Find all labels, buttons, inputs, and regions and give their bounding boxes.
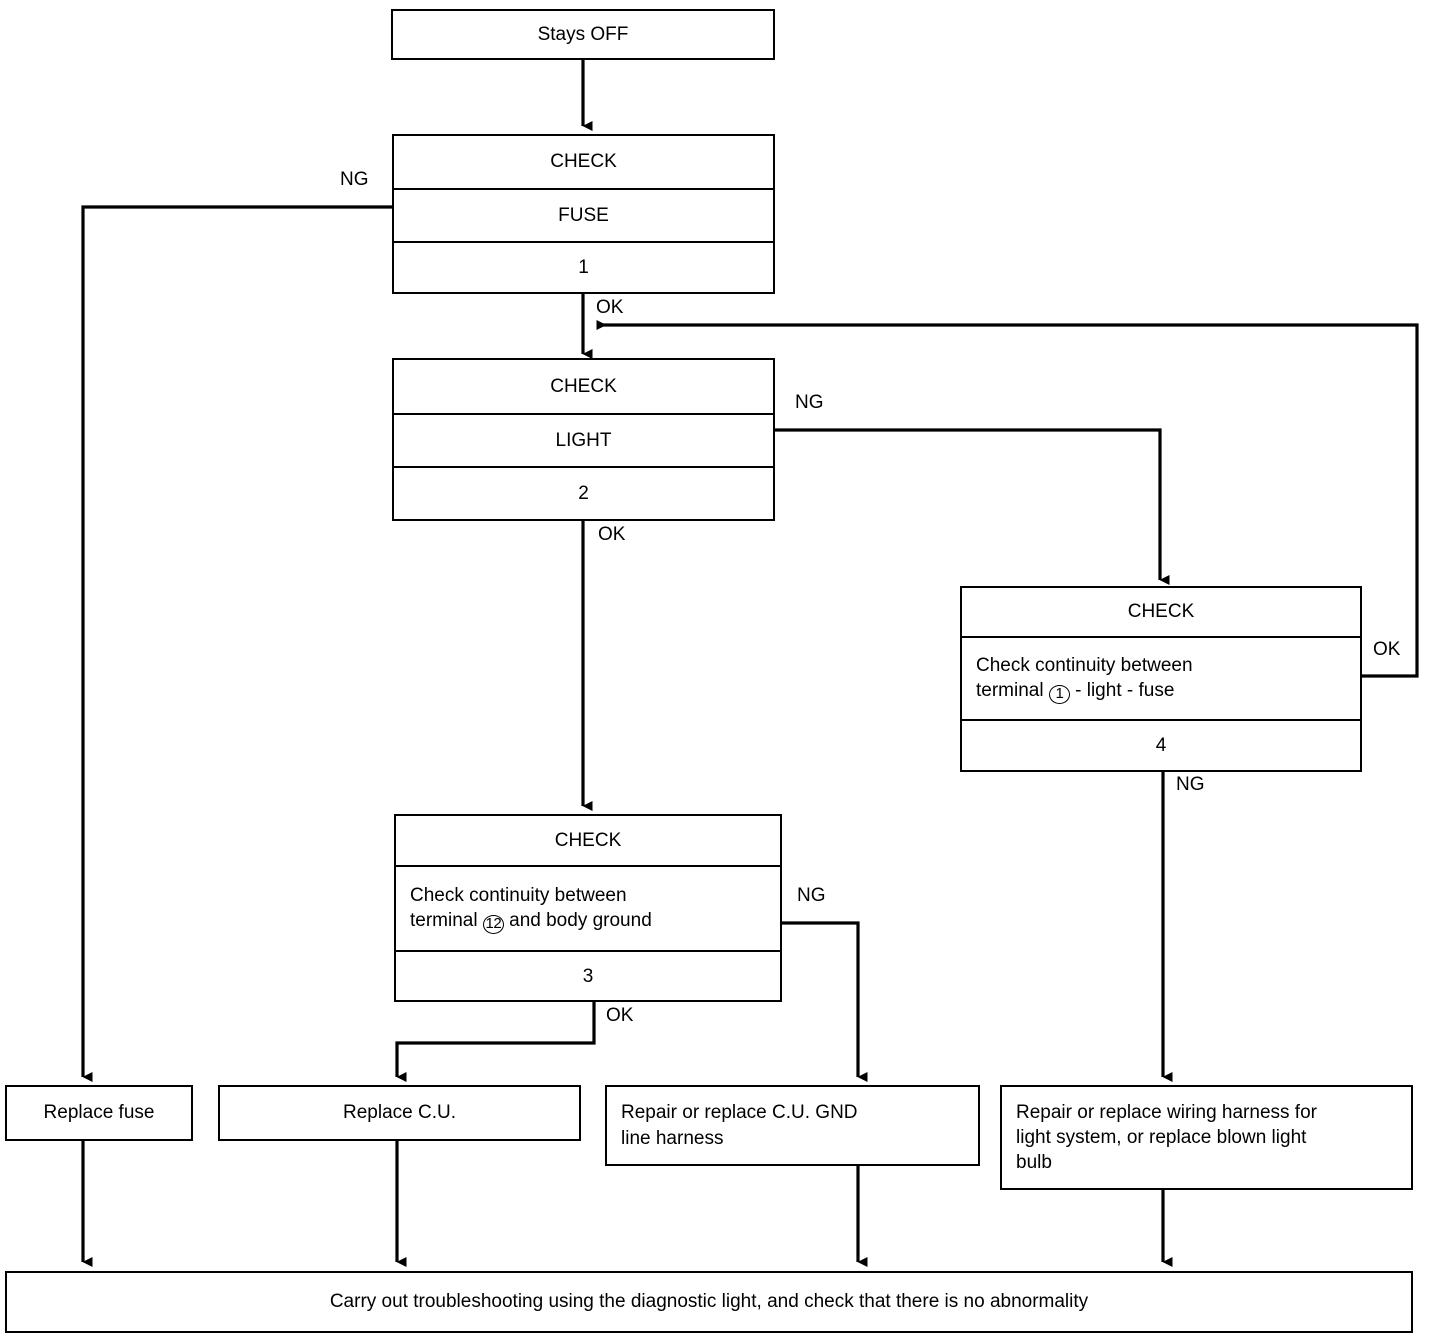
node-result-repair-cu-gnd-harness[interactable]: Repair or replace C.U. GND line harness [605, 1085, 980, 1166]
check-1-header: CHECK [550, 151, 617, 173]
check-3-header: CHECK [554, 829, 622, 851]
check-4-step: 4 [1155, 734, 1167, 756]
check-1-step: 1 [578, 256, 589, 278]
check-3-step: 3 [582, 965, 594, 987]
edge-label-light-ng: NG [795, 392, 824, 413]
edge-label-light-ok: OK [598, 524, 626, 545]
node-check-1-fuse[interactable]: CHECK FUSE 1 [392, 134, 775, 294]
terminal-number-badge: 12 [482, 915, 504, 935]
node-check-2-light[interactable]: CHECK LIGHT 2 [392, 358, 775, 521]
result-replace-cu-label: Replace C.U. [343, 1102, 456, 1124]
node-result-replace-cu[interactable]: Replace C.U. [218, 1085, 581, 1141]
result-repair-cu-gnd-harness-label: Repair or replace C.U. GND line harness [621, 1102, 858, 1149]
result-replace-fuse-label: Replace fuse [43, 1102, 155, 1124]
node-result-repair-light-harness[interactable]: Repair or replace wiring harness for lig… [1000, 1085, 1413, 1190]
check-1-body: FUSE [558, 204, 609, 226]
edge-label-check3-ok: OK [606, 1005, 634, 1026]
footer-label: Carry out troubleshooting using the diag… [329, 1291, 1089, 1313]
check-2-header: CHECK [550, 375, 617, 397]
edge-label-check4-ng: NG [1176, 774, 1205, 795]
result-repair-light-harness-label: Repair or replace wiring harness for lig… [1016, 1101, 1317, 1174]
edge-label-fuse-ok: OK [596, 297, 624, 318]
node-footer-troubleshooting[interactable]: Carry out troubleshooting using the diag… [5, 1271, 1413, 1333]
node-stays-off[interactable]: Stays OFF [391, 9, 775, 60]
check-4-header: CHECK [1127, 601, 1195, 623]
node-result-replace-fuse[interactable]: Replace fuse [5, 1085, 193, 1141]
edge-label-check4-ok: OK [1373, 639, 1401, 660]
edge-label-check3-ng: NG [797, 885, 826, 906]
terminal-number-badge: 1 [1048, 685, 1070, 705]
check-2-step: 2 [578, 482, 589, 504]
check-2-body: LIGHT [555, 429, 612, 451]
node-stays-off-label: Stays OFF [537, 23, 629, 45]
edge-label-fuse-ng: NG [340, 169, 369, 190]
